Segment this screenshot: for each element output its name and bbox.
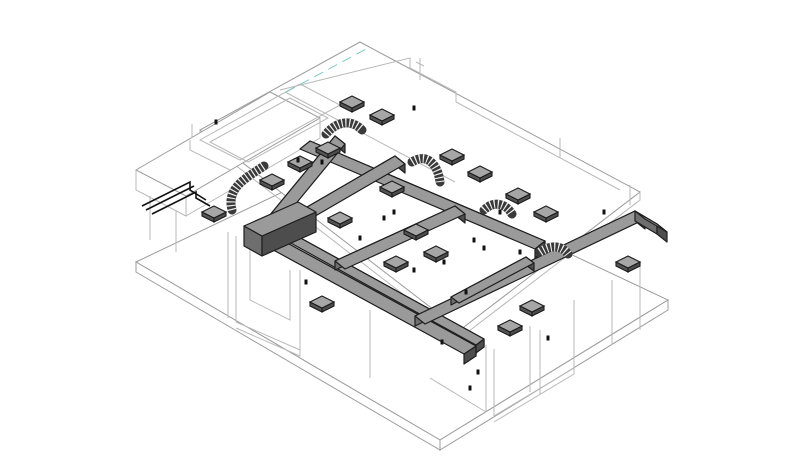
diffuser-icon (466, 165, 494, 183)
hanger-icon (602, 209, 606, 215)
hanger-icon (482, 245, 486, 251)
diffuser-icon (532, 205, 560, 223)
hanger-icon (476, 369, 480, 375)
diffusers (200, 95, 642, 337)
diffuser-icon (286, 155, 314, 173)
hanger-icon (320, 159, 324, 165)
diffuser-icon (326, 211, 354, 229)
hanger-icon (546, 335, 550, 341)
hanger-icon (392, 209, 396, 215)
hanger-icon (412, 267, 416, 273)
hanger-icon (472, 237, 476, 243)
diffuser-icon (402, 223, 430, 241)
hanger-icon (358, 235, 362, 241)
air-handling-unit (243, 201, 317, 257)
diffuser-icon (378, 180, 406, 198)
diffuser-icon (368, 108, 396, 126)
hanger-icon (440, 339, 444, 345)
hanger-icon (296, 157, 300, 163)
diffuser-icon (382, 255, 410, 273)
hangers (214, 105, 606, 391)
duct-top-face (634, 210, 668, 233)
cross-duct-4 (450, 256, 535, 306)
diffuser-icon (422, 245, 450, 263)
hanger-icon (214, 119, 218, 125)
duct-top-face (299, 140, 546, 250)
hanger-icon (382, 215, 386, 221)
flex-duct-icon (535, 242, 573, 259)
lower-floor-slab-edge-right (439, 299, 669, 451)
diffuser-icon (438, 148, 466, 166)
duct-top-face (450, 256, 535, 304)
diffuser-icon (200, 205, 228, 223)
diffuser-icon (314, 141, 342, 159)
diffuser-icon (504, 187, 532, 205)
hanger-icon (468, 385, 472, 391)
hanger-icon (464, 289, 468, 295)
diffuser-icon (258, 173, 286, 191)
hanger-icon (412, 105, 416, 111)
pipes (141, 180, 211, 215)
hanger-icon (498, 209, 502, 215)
flex-duct-icon (226, 161, 269, 215)
diffuser-icon (614, 255, 642, 273)
hanger-icon (442, 259, 446, 265)
walls (227, 232, 641, 423)
duct-end-cap (634, 210, 668, 243)
diffuser-icon (496, 319, 524, 337)
duct-system (243, 135, 668, 365)
diffuser-icon (518, 299, 546, 317)
diffuser-icon (308, 295, 336, 313)
hanger-icon (304, 279, 308, 285)
hanger-icon (518, 249, 522, 255)
cross-duct-2 (294, 155, 406, 224)
flex-ducts (226, 118, 573, 259)
diffuser-icon (338, 95, 366, 113)
